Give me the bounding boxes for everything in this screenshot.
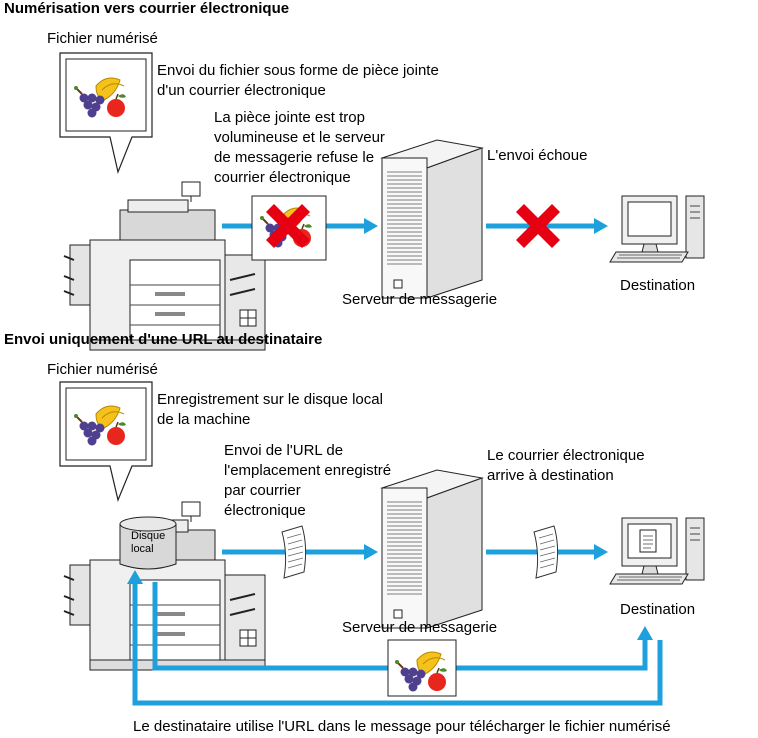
save-note-line-2: de la machine	[157, 411, 251, 428]
send-note-line-1: Envoi du fichier sous forme de pièce joi…	[157, 62, 439, 79]
save-note-line-1: Enregistrement sur le disque local	[157, 391, 383, 408]
section-2	[59, 381, 705, 706]
refuse-note-line-1: La pièce jointe est trop	[214, 109, 365, 126]
scanned-file-label-2: Fichier numérisé	[47, 361, 158, 378]
url-note-line-3: par courrier	[224, 482, 301, 499]
fail-note: L'envoi échoue	[487, 147, 588, 164]
scanned-file-label: Fichier numérisé	[47, 30, 158, 47]
arrived-email-document-icon	[533, 525, 559, 579]
destination-computer-icon-2	[609, 517, 705, 585]
server-label-2: Serveur de messagerie	[342, 619, 498, 636]
destination-label: Destination	[620, 277, 696, 294]
mfp-machine-icon	[63, 181, 266, 351]
section-2-title: Envoi uniquement d'une URL au destinatai…	[4, 331, 323, 348]
arrive-note-line-1: Le courrier électronique	[487, 447, 645, 464]
disk-label-line-1: Disque	[131, 530, 166, 542]
download-note: Le destinataire utilise l'URL dans le me…	[133, 718, 671, 735]
url-note-line-2: l'emplacement enregistré	[224, 462, 392, 479]
download-path-outer	[132, 582, 663, 706]
url-note-line-1: Envoi de l'URL de	[224, 442, 344, 459]
mail-server-icon	[381, 139, 483, 299]
mail-server-icon-2	[381, 469, 483, 629]
send-note-line-2: d'un courrier électronique	[157, 82, 326, 99]
refuse-note-line-2: volumineuse et le serveur	[214, 129, 385, 146]
server-label: Serveur de messagerie	[342, 291, 498, 308]
local-disk-icon	[119, 516, 177, 570]
url-note-line-4: électronique	[224, 502, 306, 519]
section-1	[59, 52, 705, 351]
url-email-document-icon	[281, 525, 307, 579]
arrive-note-line-2: arrive à destination	[487, 467, 614, 484]
destination-label-2: Destination	[620, 601, 696, 618]
destination-computer-icon	[609, 195, 705, 263]
refuse-note-line-3: de messagerie refuse le	[214, 149, 375, 166]
section-1-title: Numérisation vers courrier électronique	[4, 0, 290, 17]
refuse-note-line-4: courrier électronique	[214, 169, 351, 186]
disk-label-line-2: local	[131, 543, 154, 555]
